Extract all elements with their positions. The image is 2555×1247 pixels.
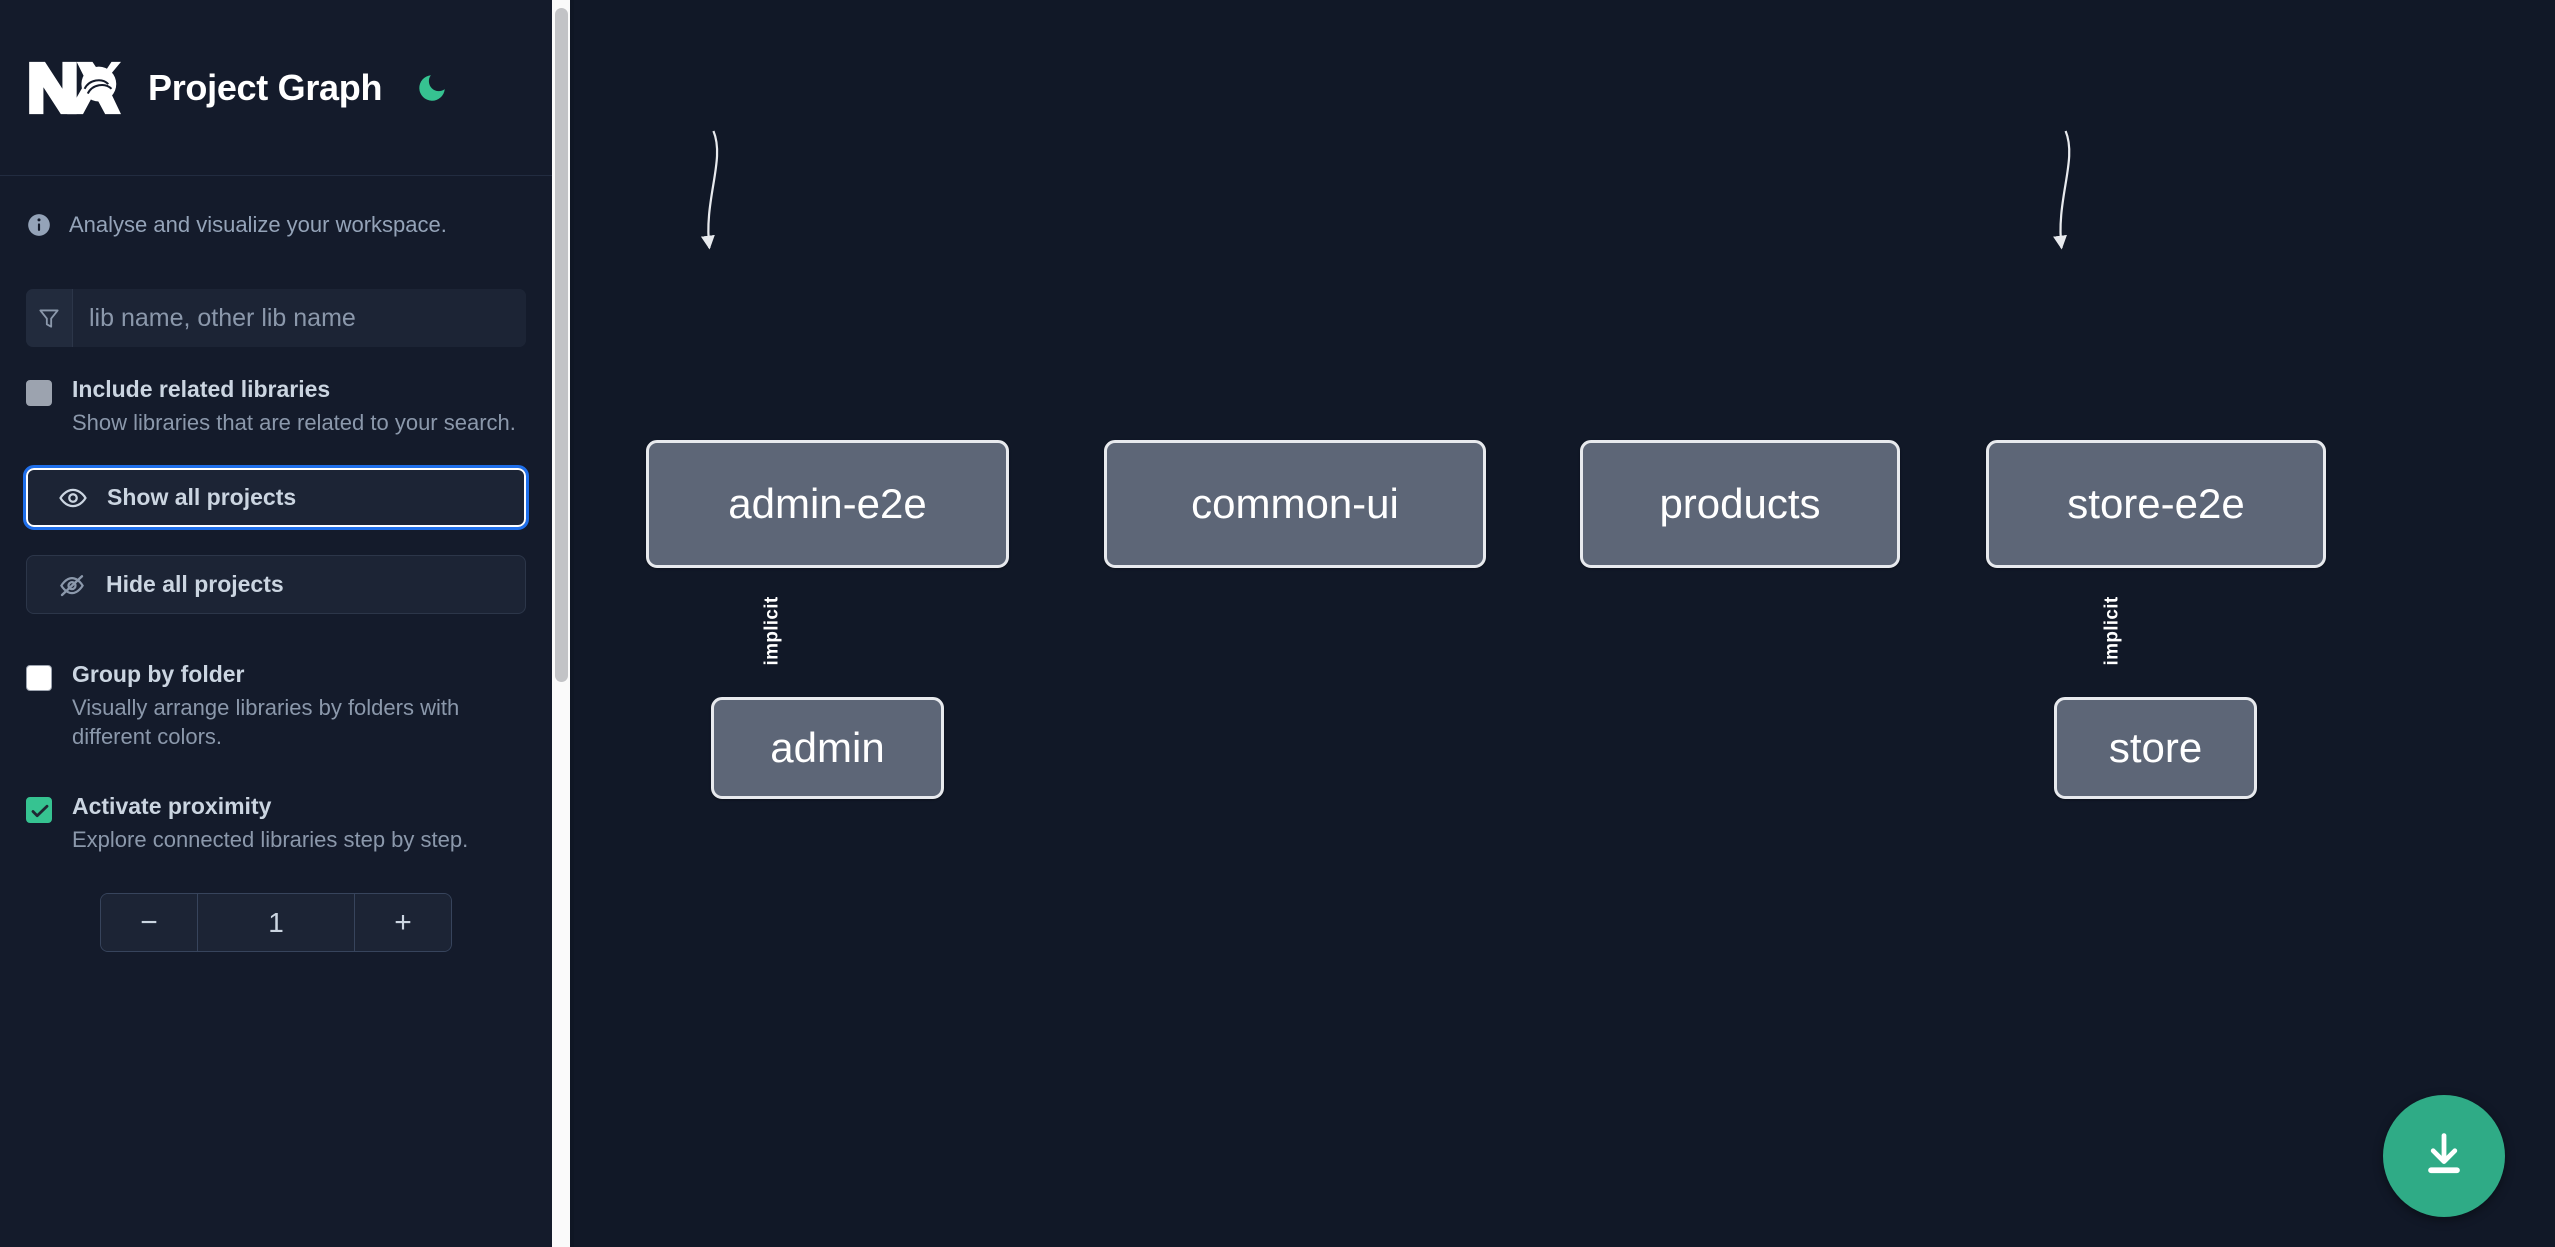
hide-all-projects-label: Hide all projects <box>106 571 284 597</box>
proximity-stepper: − 1 + <box>100 893 452 952</box>
workspace-info: Analyse and visualize your workspace. <box>0 176 552 246</box>
activate-proximity-description: Explore connected libraries step by step… <box>72 827 469 852</box>
graph-node-store[interactable]: store <box>2054 697 2257 799</box>
group-by-folder-checkbox[interactable] <box>26 665 52 691</box>
option-include-related-libraries[interactable]: Include related libraries Show libraries… <box>26 376 526 437</box>
activate-proximity-checkbox[interactable] <box>26 797 52 823</box>
graph-node-label: admin-e2e <box>728 480 927 527</box>
page-title: Project Graph <box>148 66 383 108</box>
funnel-icon <box>26 289 73 347</box>
option-activate-proximity[interactable]: Activate proximity Explore connected lib… <box>26 793 526 854</box>
moon-icon[interactable] <box>412 68 452 108</box>
proximity-increment-button[interactable]: + <box>354 894 451 951</box>
graph-node-label: products <box>1659 480 1821 527</box>
graph-node-admin-e2e[interactable]: admin-e2e <box>646 440 1009 568</box>
group-by-folder-description: Visually arrange libraries by folders wi… <box>72 695 460 749</box>
download-image-button[interactable] <box>2383 1095 2505 1217</box>
workspace-info-text: Analyse and visualize your workspace. <box>69 212 447 237</box>
activate-proximity-label: Activate proximity <box>72 793 272 819</box>
option-group-by-folder[interactable]: Group by folder Visually arrange librari… <box>26 661 526 751</box>
graph-node-products[interactable]: products <box>1580 440 1900 568</box>
sidebar: Project Graph Analyse and visualize your… <box>0 0 552 1247</box>
nx-logo <box>26 57 121 119</box>
proximity-value: 1 <box>198 894 354 951</box>
search-input[interactable] <box>73 289 526 347</box>
filter-row <box>26 289 526 347</box>
graph-node-label: admin <box>770 724 885 771</box>
download-icon <box>2418 1128 2470 1185</box>
sidebar-scrollbar-thumb[interactable] <box>555 8 568 682</box>
sidebar-body: Include related libraries Show libraries… <box>0 289 552 952</box>
graph-node-common-ui[interactable]: common-ui <box>1104 440 1486 568</box>
show-all-projects-button[interactable]: Show all projects <box>23 465 529 530</box>
graph-edges <box>700 130 2071 250</box>
hide-all-projects-button[interactable]: Hide all projects <box>26 555 526 614</box>
graph-node-label: common-ui <box>1191 480 1399 527</box>
info-icon <box>26 212 52 238</box>
show-all-projects-label: Show all projects <box>107 484 297 510</box>
sidebar-divider <box>570 0 574 1247</box>
edge-store-e2e-store <box>2053 130 2071 250</box>
graph-node-label: store <box>2108 724 2203 771</box>
sidebar-scrollbar[interactable] <box>552 0 570 1247</box>
eye-icon <box>58 483 88 513</box>
graph-node-admin[interactable]: admin <box>711 697 944 799</box>
include-related-libraries-label: Include related libraries <box>72 376 331 402</box>
project-graph-canvas[interactable]: admin-e2e common-ui products store-e2e a… <box>552 0 2555 1247</box>
include-related-libraries-description: Show libraries that are related to your … <box>72 410 516 435</box>
proximity-decrement-button[interactable]: − <box>101 894 198 951</box>
include-related-libraries-checkbox[interactable] <box>26 380 52 406</box>
graph-node-store-e2e[interactable]: store-e2e <box>1986 440 2326 568</box>
group-by-folder-label: Group by folder <box>72 661 245 687</box>
edge-admin-e2e-admin <box>700 130 719 250</box>
eye-slash-icon <box>57 570 87 600</box>
sidebar-header: Project Graph <box>0 0 552 176</box>
graph-node-label: store-e2e <box>2067 480 2245 527</box>
